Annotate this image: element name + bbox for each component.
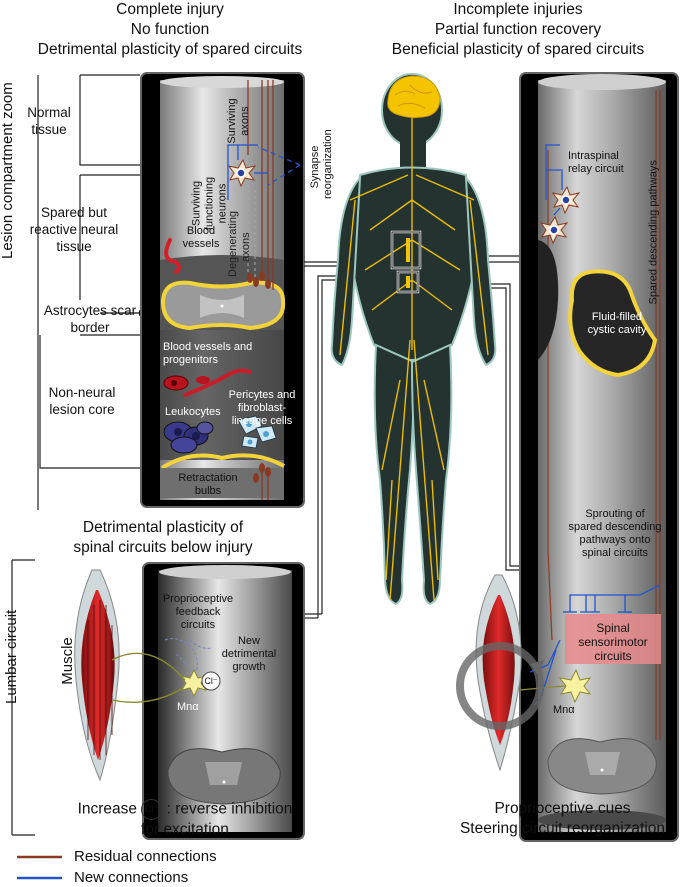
new-growth-label: New detrimental growth bbox=[221, 635, 277, 673]
leukocytes-label: Leukocytes bbox=[165, 406, 221, 418]
lumbar-left-title: Detrimental plasticity of spinal circuit… bbox=[18, 518, 308, 558]
right-footer-line2: Steering circuit reorganization bbox=[459, 820, 666, 837]
surviving-axons-label: Surviving axons bbox=[226, 98, 251, 144]
mn-left-label: Mnα bbox=[177, 701, 199, 713]
motoneuron-left bbox=[179, 668, 208, 698]
intraspinal-label: Intraspinal relay circuit bbox=[568, 150, 624, 175]
surviving-neuron-star bbox=[227, 158, 257, 188]
left-header-line1: Complete injury bbox=[116, 1, 224, 18]
spared-descending-label: Spared descending pathways bbox=[647, 160, 660, 305]
chloride-badge: Cl⁻ bbox=[141, 799, 163, 820]
astrocytes-scar-label: Astrocytes scar border bbox=[43, 303, 137, 335]
synapse-reorg-label: Synapse reorganization bbox=[309, 129, 334, 199]
right-header-line2: Partial function recovery bbox=[434, 21, 602, 38]
sprouting-label: Sprouting of spared descending pathways … bbox=[568, 508, 662, 559]
blood-vessels-progenitors-label: Blood vessels and progenitors bbox=[163, 341, 253, 366]
cystic-cavity-label: Fluid-filled cystic cavity bbox=[587, 311, 647, 336]
right-footer: Proprioceptive cues Steering circuit reo… bbox=[440, 799, 685, 839]
relay-neuron-top bbox=[551, 185, 581, 215]
increase-text: Increase bbox=[77, 800, 138, 818]
non-neural-core-label: Non-neural lesion core bbox=[48, 385, 116, 417]
lesion-zoom-label: Lesion compartment zoom bbox=[0, 82, 16, 259]
lumbar-circuit-label: Lumbar circuit bbox=[3, 609, 20, 704]
left-header: Complete injury No function Detrimental … bbox=[0, 0, 340, 60]
blood-vessels-label: Blood vessels bbox=[182, 225, 220, 250]
left-header-line2: No function bbox=[130, 21, 210, 38]
lumbar-left-footer: Increase Cl⁻ : reverse inhibition for ex… bbox=[40, 799, 330, 840]
sensorimotor-label: Spinal sensorimotor circuits bbox=[578, 621, 648, 663]
degenerating-axons-label: Degenerating axons bbox=[227, 210, 252, 277]
right-header: Incomplete injuries Partial function rec… bbox=[358, 0, 678, 60]
retraction-bulbs-label: Retractation bulbs bbox=[178, 472, 238, 497]
lumbar-left-title-line1: Detrimental plasticity of bbox=[82, 519, 244, 536]
lesion-bracket-lines bbox=[11, 74, 140, 836]
relay-neuron-bottom bbox=[539, 215, 569, 245]
normal-tissue-label: Normal tissue bbox=[27, 105, 71, 137]
right-header-line3: Beneficial plasticity of spared circuits bbox=[391, 41, 645, 58]
left-header-line3: Detrimental plasticity of spared circuit… bbox=[37, 41, 303, 58]
chloride-left-label: Cl⁻ bbox=[204, 676, 218, 686]
right-header-line1: Incomplete injuries bbox=[453, 1, 583, 18]
lumbar-left-title-line2: spinal circuits below injury bbox=[73, 539, 253, 556]
mn-right-label: Mnα bbox=[553, 704, 575, 716]
for-excitation-text: for excitation bbox=[141, 821, 229, 838]
legend-new-text: New connections bbox=[74, 869, 189, 886]
pericytes-label: Pericytes and fibroblast-lineage cells bbox=[228, 389, 296, 427]
right-footer-line1: Proprioceptive cues bbox=[494, 800, 631, 817]
spared-reactive-label: Spared but reactive neural tissue bbox=[29, 205, 119, 254]
legend-residual-text: Residual connections bbox=[74, 848, 217, 865]
reverse-inhibition-text: : reverse inhibition bbox=[166, 800, 293, 818]
human-body-figure bbox=[330, 73, 497, 606]
muscle-label: Muscle bbox=[59, 637, 76, 685]
motoneuron-right bbox=[558, 668, 592, 704]
leukocyte-cluster bbox=[163, 421, 214, 454]
chloride-badge-text: Cl⁻ bbox=[144, 804, 160, 815]
proprioceptive-label: Proprioceptive feedback circuits bbox=[162, 593, 234, 631]
